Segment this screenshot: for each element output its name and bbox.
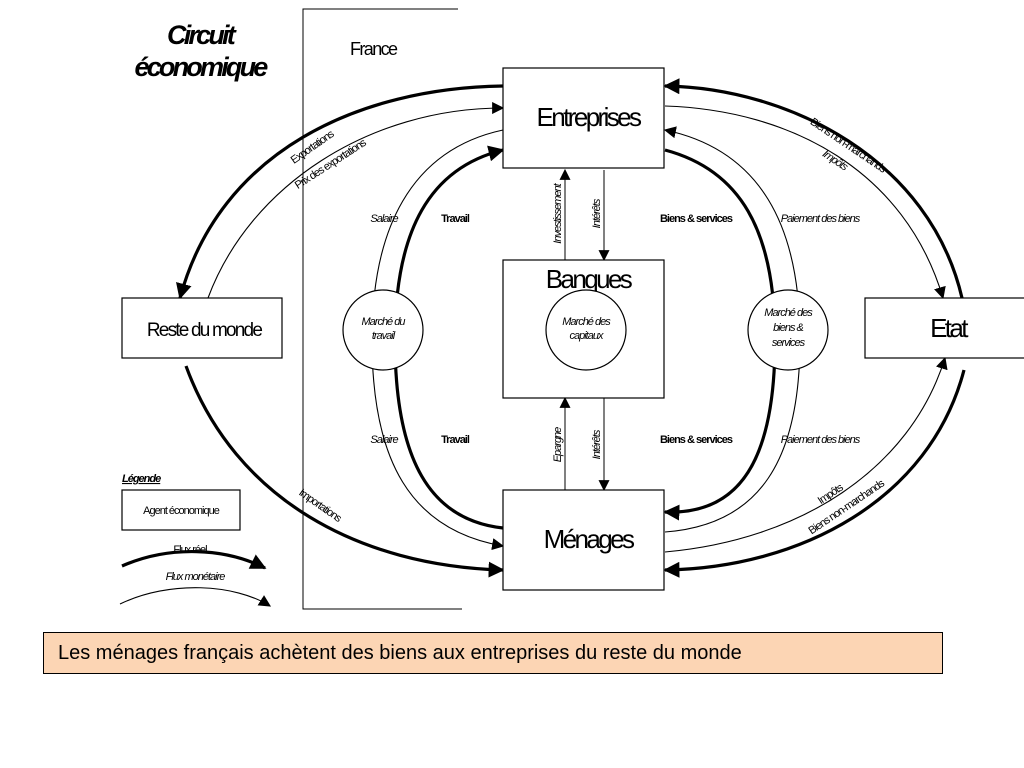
biens-non-marchands-top-flow — [663, 78, 964, 299]
banques-label: Banques — [546, 264, 633, 294]
marche-travail-circle — [342, 289, 424, 371]
menages-label: Ménages — [544, 524, 635, 554]
marche-capitaux-line2: capitaux — [570, 330, 604, 342]
reste-du-monde-label: Reste du monde — [147, 320, 262, 341]
biens-services-label-bottom: Biens & services — [660, 434, 733, 446]
epargne-label: Epargne — [552, 427, 564, 462]
marche-travail-line1: Marché du — [362, 316, 406, 328]
france-label: France — [350, 39, 398, 59]
menages-box — [502, 489, 665, 591]
travail-label-bottom: Travail — [441, 434, 470, 446]
biens-non-marchands-bottom-flow — [663, 369, 966, 578]
legend-flux-monetaire-label: Flux monétaire — [166, 571, 226, 583]
legend-agent-label: Agent économique — [143, 505, 220, 517]
title-line1: Circuit — [167, 20, 237, 50]
entreprises-label: Entreprises — [537, 102, 642, 132]
legend-agent-box — [121, 489, 241, 531]
biens-services-label-top: Biens & services — [660, 213, 733, 225]
france-border — [302, 8, 462, 610]
impots-bottom-flow — [664, 356, 948, 553]
legend-flux-reel-label: Flux réel — [173, 544, 207, 556]
marche-travail-line2: travail — [372, 330, 396, 342]
prix-exportations-flow — [207, 101, 505, 299]
marche-biens-line3: services — [772, 337, 806, 349]
entreprises-box — [502, 67, 665, 169]
interets-label-top: Intérêts — [591, 198, 603, 228]
travail-label-top: Travail — [441, 213, 470, 225]
salaire-label-top: Salaire — [370, 213, 398, 225]
marche-biens-line2: biens & — [773, 322, 803, 334]
importations-label: Importations — [296, 487, 344, 526]
salaire-label-bottom: Salaire — [370, 434, 398, 446]
caption-box: Les ménages français achètent des biens … — [43, 632, 943, 674]
importations-flow — [184, 365, 505, 578]
title-line2: économique — [134, 52, 268, 82]
marche-capitaux-line1: Marché des — [562, 316, 611, 328]
paiement-biens-label-bottom: Paiement des biens — [781, 434, 861, 446]
etat-label: Etat — [930, 313, 969, 343]
marche-biens-line1: Marché des — [764, 307, 813, 319]
interets-label-bottom: Intérêts — [591, 429, 603, 459]
etat-box — [864, 297, 1024, 359]
marche-capitaux-circle — [545, 289, 627, 371]
investissement-label: Investissement — [552, 182, 564, 243]
legend-title: Légende — [122, 473, 161, 485]
legend-flux-monetaire-arrow — [119, 587, 272, 607]
paiement-biens-label-top: Paiement des biens — [781, 213, 861, 225]
marche-biens-circle — [747, 289, 829, 371]
impots-label-top: Impôts — [820, 148, 850, 174]
legend-flux-reel-arrow — [121, 549, 267, 570]
exportations-flow — [176, 84, 504, 300]
reste-du-monde-box — [121, 297, 283, 359]
impots-top-flow — [664, 105, 946, 300]
